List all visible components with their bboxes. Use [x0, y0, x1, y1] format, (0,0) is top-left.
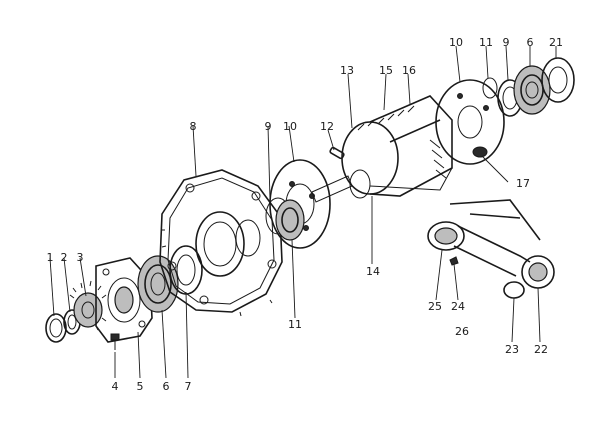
drawing-parts [45, 45, 575, 379]
connecting-rod-part [427, 199, 555, 299]
callout-24: 24 [451, 300, 465, 313]
washer-part-right [482, 77, 498, 99]
callout-25: 25 [428, 300, 442, 313]
callout-12: 12 [320, 120, 334, 133]
callout-10-left: 10 [283, 120, 297, 133]
callout-21: 21 [549, 36, 563, 49]
callout-9-right: 9 [503, 36, 510, 49]
cover-plate-part [95, 257, 153, 343]
seal-ring-part [45, 313, 67, 343]
callout-6-left: 6 [163, 380, 170, 393]
callout-9-left: 9 [265, 120, 272, 133]
callout-15: 15 [379, 64, 393, 77]
callout-23: 23 [505, 343, 519, 356]
callout-11-right: 11 [479, 36, 493, 49]
callout-6-right: 6 [527, 36, 534, 49]
gasket-disc-part-right [435, 79, 505, 165]
callout-5: 5 [137, 380, 144, 393]
callout-11-left: 11 [288, 318, 302, 331]
bearing-part-right [513, 65, 551, 115]
callout-8: 8 [190, 120, 197, 133]
callout-17: 17 [516, 177, 530, 190]
callout-13: 13 [340, 64, 354, 77]
callout-1: 1 [47, 251, 54, 264]
callout-26: 26 [455, 325, 469, 338]
callout-16: 16 [402, 64, 416, 77]
bearing-part-left [137, 255, 179, 313]
callout-3: 3 [77, 251, 84, 264]
sprocket-part [69, 280, 107, 331]
crankcase-half-part [159, 169, 283, 317]
seal-part-right [541, 57, 575, 103]
callout-2: 2 [61, 251, 68, 264]
callout-labels: 1 2 3 4 5 6 7 8 9 10 11 12 13 14 15 16 1… [47, 36, 564, 393]
callout-4: 4 [112, 380, 119, 393]
callout-22: 22 [534, 343, 548, 356]
callout-7: 7 [185, 380, 192, 393]
bearing-part-11-left [275, 199, 305, 241]
key-part [329, 146, 345, 160]
leader-lines [49, 45, 557, 379]
callout-10-right: 10 [449, 36, 463, 49]
callout-14: 14 [366, 265, 380, 278]
crankshaft-part [311, 95, 453, 203]
